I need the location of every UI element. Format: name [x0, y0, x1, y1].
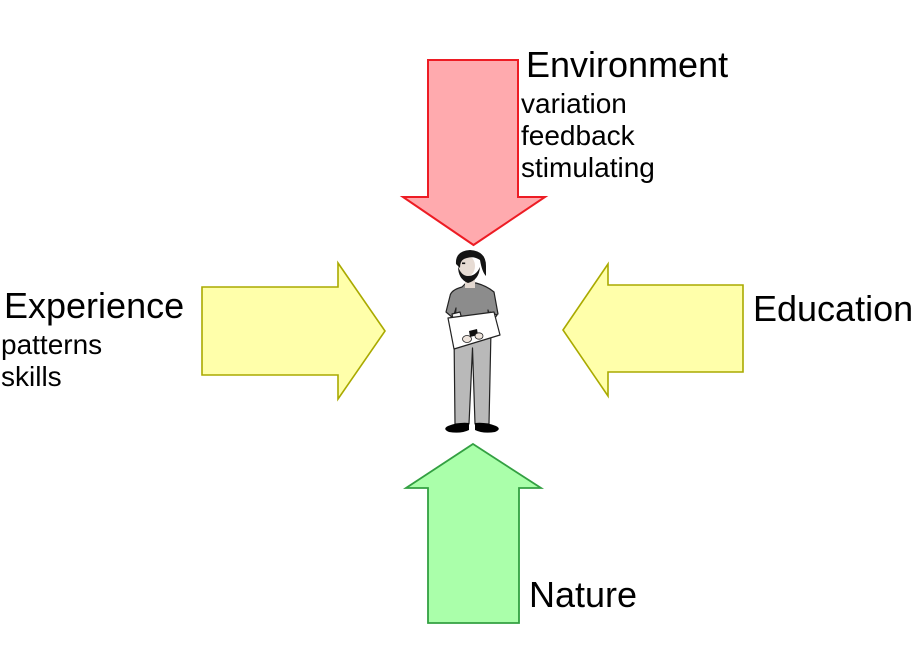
environment-sublabels: variation feedback stimulating	[521, 88, 655, 184]
experience-arrow-right-icon	[201, 260, 386, 402]
person-figure	[445, 250, 501, 433]
environment-sublabel-variation: variation	[521, 88, 627, 119]
education-arrow-left-icon	[562, 261, 744, 399]
nature-label: Nature	[529, 574, 638, 615]
person-hair	[455, 250, 486, 276]
education-label: Education	[753, 288, 914, 329]
nature-arrow-up-icon	[402, 442, 545, 624]
experience-sublabels: patterns skills	[1, 329, 102, 393]
environment-sublabel-stimulating: stimulating	[521, 152, 655, 183]
person-eye	[462, 262, 466, 265]
person-right-shoe	[475, 422, 499, 433]
environment-arrow-down-icon	[399, 59, 549, 247]
person-left-shoe	[445, 422, 469, 433]
person-beard	[458, 266, 480, 283]
experience-sublabel-patterns: patterns	[1, 329, 103, 360]
person-face	[459, 255, 475, 277]
environment-sublabel-feedback: feedback	[521, 120, 635, 151]
experience-sublabel-skills: skills	[1, 361, 62, 392]
person-hand	[462, 335, 472, 343]
environment-label: Environment	[526, 44, 729, 85]
person-hand	[474, 332, 484, 340]
experience-label: Experience	[4, 285, 185, 326]
